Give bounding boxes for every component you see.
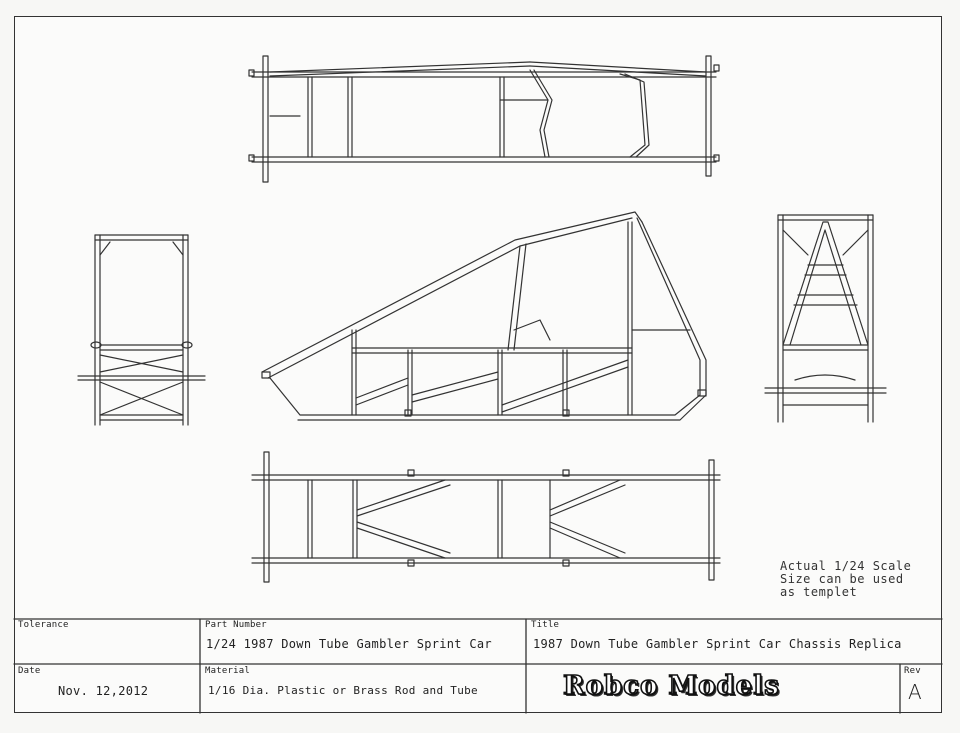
top-view [248,55,720,183]
scale-note-line1: Actual 1/24 Scale [780,559,912,573]
rev-value: A [908,680,922,704]
drawing-sheet [14,16,942,713]
title-label: Title [531,620,560,630]
title-value: 1987 Down Tube Gambler Sprint Car Chassi… [533,637,902,651]
scale-note-line3: as templet [780,585,858,599]
part-number-value: 1/24 1987 Down Tube Gambler Sprint Car [206,637,492,651]
material-value: 1/16 Dia. Plastic or Brass Rod and Tube [208,684,478,697]
material-label: Material [205,666,250,676]
front-view [77,234,206,426]
tolerance-label: Tolerance [18,620,69,630]
scale-note-line2: Size can be used [780,572,904,586]
title-block-grid [13,618,943,714]
date-label: Date [18,666,41,676]
rev-label: Rev [904,666,921,676]
rear-view [764,214,887,423]
part-number-label: Part Number [205,620,267,630]
side-view [261,211,707,421]
company-logo: Robco Models [562,670,780,702]
bottom-view [251,451,721,583]
date-value: Nov. 12,2012 [58,684,149,698]
scale-note: Actual 1/24 Scale Size can be used as te… [780,560,911,599]
